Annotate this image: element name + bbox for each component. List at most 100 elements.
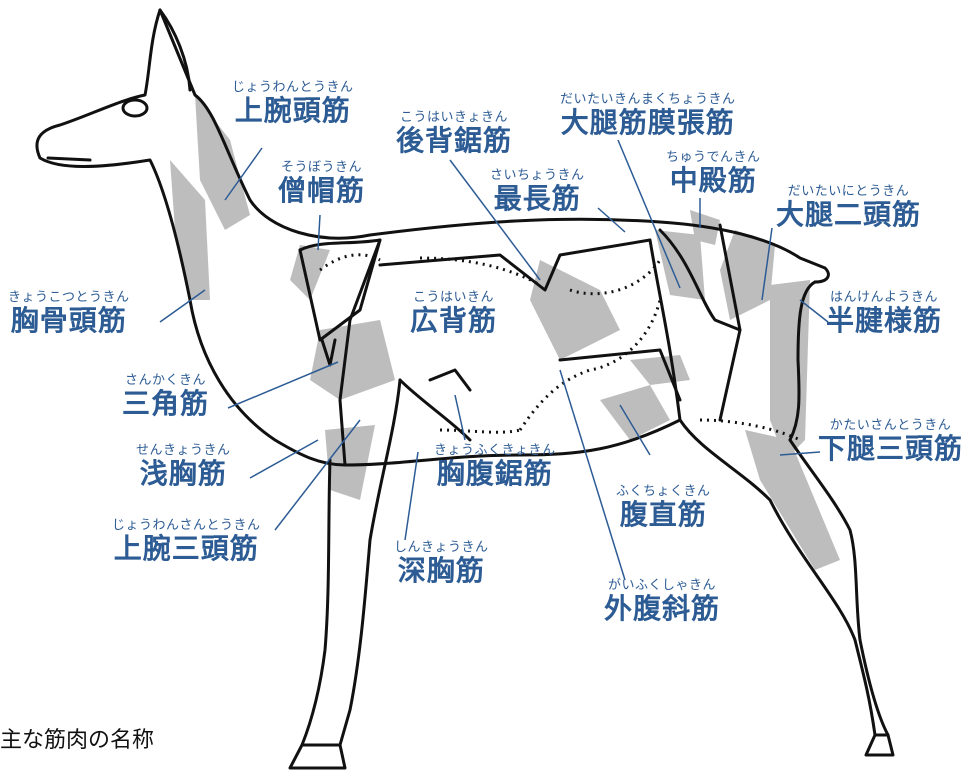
shade-gastrocnemius — [745, 430, 840, 570]
head-outline — [158, 8, 830, 284]
leader-senkyokin — [249, 439, 319, 479]
leader-kataisantokin — [779, 451, 821, 456]
ruby-shinkyokin: しんきょうきん — [394, 540, 489, 555]
leader-daitaikinmakuchokin — [617, 139, 681, 289]
leader-daitainitokin — [761, 227, 773, 301]
label-senkyokin: せんきょうきん 浅胸筋 — [136, 443, 231, 490]
forehoof — [288, 743, 347, 770]
ruby-daitaikinmakuchokin: だいたいきんまくちょうきん — [560, 92, 736, 107]
shade-abdomen — [600, 385, 670, 440]
figure-caption: 主な筋肉の名称 — [0, 728, 155, 753]
label-kyofukukyokin: きょうふくきょきん 胸腹鋸筋 — [434, 443, 556, 490]
leader-shinkyokin — [404, 451, 419, 541]
mouth-outline — [46, 156, 92, 162]
label-saichokin: さいちょうきん 最長筋 — [490, 168, 585, 215]
name-gaifukushakin: 外腹斜筋 — [604, 592, 721, 625]
name-shinkyokin: 深胸筋 — [397, 554, 485, 587]
ear-outline — [158, 8, 192, 92]
ruby-fukuchokukin: ふくちょくきん — [616, 484, 711, 499]
shade-semitendinosus — [770, 280, 810, 460]
shade-tensor — [655, 230, 705, 300]
name-kohaikin: 広背筋 — [410, 304, 498, 337]
hip-line — [658, 228, 742, 332]
label-gaifukushakin: がいふくしゃきん 外腹斜筋 — [604, 578, 720, 625]
label-jowantokin: じょうわんとうきん 上腕頭筋 — [232, 80, 354, 127]
ruby-kataisantokin: かたいさんとうきん — [829, 418, 952, 433]
leader-fukuchokukin — [619, 404, 651, 456]
name-saichokin: 最長筋 — [493, 182, 581, 215]
leader-hankenyokin — [799, 299, 829, 323]
name-kyofukukyokin: 胸腹鋸筋 — [436, 457, 553, 490]
leader-lines — [159, 139, 829, 581]
name-kyokotsutokin: 胸骨頭筋 — [10, 304, 127, 337]
ruby-kyokotsutokin: きょうこつとうきん — [8, 290, 130, 305]
abdomen-line — [558, 348, 682, 402]
leader-kyofukukyokin — [454, 394, 466, 441]
hindleg-front — [678, 418, 877, 737]
shade-brachiocephalic — [170, 160, 210, 300]
ruby-senkyokin: せんきょうきん — [136, 443, 231, 458]
latissimus-dotted-boundary — [319, 253, 801, 442]
ruby-jowantokin: じょうわんとうきん — [232, 80, 354, 95]
name-fukuchokukin: 腹直筋 — [619, 498, 707, 531]
shade-trapezius — [290, 245, 330, 300]
label-hankenyokin: はんけんようきん 半腱様筋 — [826, 290, 942, 337]
ruby-sankakukin: さんかくきん — [125, 373, 207, 388]
ruby-saichokin: さいちょうきん — [490, 168, 585, 183]
leader-saichokin — [597, 207, 626, 233]
ruby-jowansantokin: じょうわんさんとうきん — [112, 518, 261, 533]
name-daitaikinmakuchokin: 大腿筋膜張筋 — [560, 106, 735, 139]
eye-outline — [121, 98, 149, 118]
leader-kyokotsutokin — [159, 289, 206, 323]
ruby-daitainitokin: だいたいにとうきん — [787, 184, 910, 199]
rump-outline — [788, 280, 817, 442]
label-kataisantokin: かたいさんとうきん 下腿三頭筋 — [818, 418, 963, 465]
chest-line — [398, 378, 472, 442]
belly-outline — [343, 418, 682, 467]
name-sankakukin: 三角筋 — [122, 387, 210, 420]
serratus-line — [428, 368, 472, 392]
shade-latissimus — [530, 260, 620, 360]
name-chudenkin: 中殿筋 — [669, 164, 757, 197]
thigh-line — [718, 223, 742, 422]
ruby-kohaikin: こうはいきん — [413, 290, 495, 305]
label-daitaikinmakuchokin: だいたいきんまくちょうきん 大腿筋膜張筋 — [560, 92, 736, 139]
name-jowansantokin: 上腕三頭筋 — [113, 532, 259, 565]
ruby-hankenyokin: はんけんようきん — [830, 290, 939, 305]
label-daitainitokin: だいたいにとうきん 大腿二頭筋 — [776, 184, 921, 231]
leader-sobokin — [317, 214, 321, 251]
leader-gaifukushakin — [559, 369, 626, 581]
deer-outline — [35, 8, 895, 770]
name-kataisantokin: 下腿三頭筋 — [818, 432, 964, 465]
hindleg-back — [788, 438, 890, 737]
leader-sankakukin — [227, 361, 339, 409]
hindhoof — [864, 733, 895, 757]
name-daitainitokin: 大腿二頭筋 — [776, 198, 922, 231]
leader-jowansantokin — [274, 419, 361, 531]
foreleg-back — [338, 378, 402, 747]
ruby-kyofukukyokin: きょうふくきょきん — [434, 443, 556, 458]
label-chudenkin: ちゅうでんきん 中殿筋 — [666, 150, 761, 197]
ruby-kohaikyokin: こうはいきょきん — [400, 110, 509, 125]
label-shinkyokin: しんきょうきん 深胸筋 — [394, 540, 489, 587]
leader-kohaikyokin — [449, 159, 541, 281]
latissimus-edge — [378, 238, 652, 292]
label-sobokin: そうぼうきん 僧帽筋 — [278, 160, 365, 207]
scapula-edge — [298, 238, 382, 342]
ruby-sobokin: そうぼうきん — [281, 160, 363, 175]
shade-rectus — [630, 355, 690, 385]
name-kohaikyokin: 後背鋸筋 — [396, 124, 513, 157]
trapezius-edge — [298, 238, 382, 252]
shade-forelimb — [325, 425, 375, 500]
foreleg-front — [300, 458, 332, 747]
shade-neck — [195, 95, 250, 230]
leader-jowantokin — [224, 147, 263, 201]
face-outline — [35, 8, 347, 467]
label-kyokotsutokin: きょうこつとうきん 胸骨頭筋 — [8, 290, 130, 337]
shade-shoulder — [310, 320, 395, 400]
label-kohaikin: こうはいきん 広背筋 — [410, 290, 497, 337]
label-fukuchokukin: ふくちょくきん 腹直筋 — [616, 484, 711, 531]
label-jowansantokin: じょうわんさんとうきん 上腕三頭筋 — [112, 518, 261, 565]
ruby-gaifukushakin: がいふくしゃきん — [608, 578, 717, 593]
